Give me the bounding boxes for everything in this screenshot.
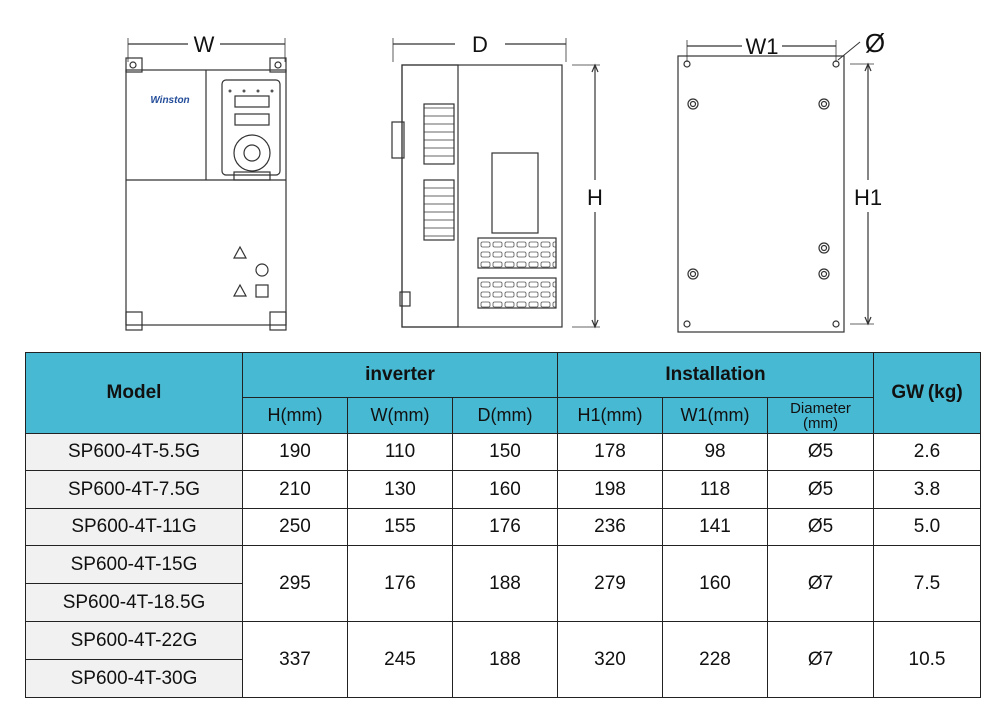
table-row: SP600-4T-11G 250 155 176 236 141 Ø5 5.0 (25, 508, 982, 546)
diameter-header-line2: (mm) (803, 414, 838, 432)
back-height-label: H1 (854, 185, 882, 210)
table-row: SP600-4T-5.5G 190 110 150 178 98 Ø5 2.6 (25, 433, 982, 471)
back-width-label: W1 (746, 34, 779, 59)
h-cell: 295 (242, 545, 348, 622)
h1-header: H1(mm) (557, 397, 664, 434)
diameter-cell: Ø5 (767, 508, 875, 546)
back-view (677, 40, 874, 333)
front-width-label: W (194, 32, 215, 57)
w1-cell: 228 (662, 621, 769, 698)
table-row: SP600-4T-30G (25, 659, 981, 698)
gw-cell: 7.5 (873, 545, 982, 622)
h-header: H(mm) (242, 397, 348, 434)
diameter-cell: Ø7 (767, 621, 875, 698)
w-cell: 130 (347, 470, 453, 509)
gw-cell: 3.8 (873, 470, 982, 509)
gw-cell: 2.6 (873, 433, 982, 471)
model-cell: SP600-4T-7.5G (25, 470, 243, 509)
w-cell: 176 (347, 545, 453, 622)
table-row: SP600-4T-22G 337 245 188 320 228 Ø7 10.5 (25, 621, 982, 698)
d-cell: 188 (451, 545, 559, 622)
h-cell: 250 (242, 508, 348, 546)
installation-group-header: Installation (557, 352, 875, 398)
w-cell: 110 (347, 433, 453, 471)
h1-cell: 320 (557, 621, 664, 698)
d-cell: 188 (451, 621, 559, 698)
d-cell: 176 (451, 508, 559, 546)
model-cell: SP600-4T-22G (25, 621, 243, 660)
gw-cell: 10.5 (873, 621, 982, 698)
side-view (391, 38, 600, 329)
inverter-group-header: inverter (241, 352, 559, 398)
diameter-cell: Ø7 (767, 545, 875, 622)
w1-header: W1(mm) (662, 397, 769, 434)
table-row: SP600-4T-15G 295 176 188 279 160 Ø7 7.5 (25, 545, 982, 622)
table-row: SP600-4T-7.5G 210 130 160 198 118 Ø5 3.8 (25, 470, 982, 509)
gw-cell: 5.0 (873, 508, 982, 546)
model-cell: SP600-4T-11G (25, 508, 243, 546)
h-cell: 190 (242, 433, 348, 471)
diameter-cell: Ø5 (767, 433, 875, 471)
h1-cell: 198 (557, 470, 664, 509)
w1-cell: 141 (662, 508, 769, 546)
h-cell: 337 (242, 621, 348, 698)
gw-header: GW (kg) (873, 352, 982, 434)
w1-cell: 118 (662, 470, 769, 509)
brand-logo: Winston (150, 95, 189, 106)
h1-cell: 236 (557, 508, 664, 546)
d-cell: 160 (451, 470, 559, 509)
d-cell: 150 (451, 433, 559, 471)
side-depth-label: D (472, 32, 488, 57)
diameter-header: Diameter(mm) (767, 397, 875, 434)
h1-cell: 279 (557, 545, 664, 622)
w1-cell: 160 (662, 545, 769, 622)
dimension-drawings: W Winston D H (125, 28, 885, 333)
w-header: W(mm) (347, 397, 453, 434)
model-cell: SP600-4T-18.5G (25, 583, 243, 622)
w-cell: 245 (347, 621, 453, 698)
side-height-label: H (587, 185, 603, 210)
spec-table: Model inverter Installation GW (kg) H(mm… (25, 352, 982, 698)
w-cell: 155 (347, 508, 453, 546)
diameter-cell: Ø5 (767, 470, 875, 509)
model-cell: SP600-4T-5.5G (25, 433, 243, 471)
model-cell: SP600-4T-30G (25, 659, 243, 698)
diameter-label: Ø (865, 28, 885, 58)
h-cell: 210 (242, 470, 348, 509)
h1-cell: 178 (557, 433, 664, 471)
diameter-header-line1: Diameter (790, 399, 851, 417)
front-view (125, 38, 287, 331)
d-header: D(mm) (451, 397, 559, 434)
w1-cell: 98 (662, 433, 769, 471)
model-header: Model (25, 352, 243, 434)
model-cell: SP600-4T-15G (25, 545, 243, 584)
